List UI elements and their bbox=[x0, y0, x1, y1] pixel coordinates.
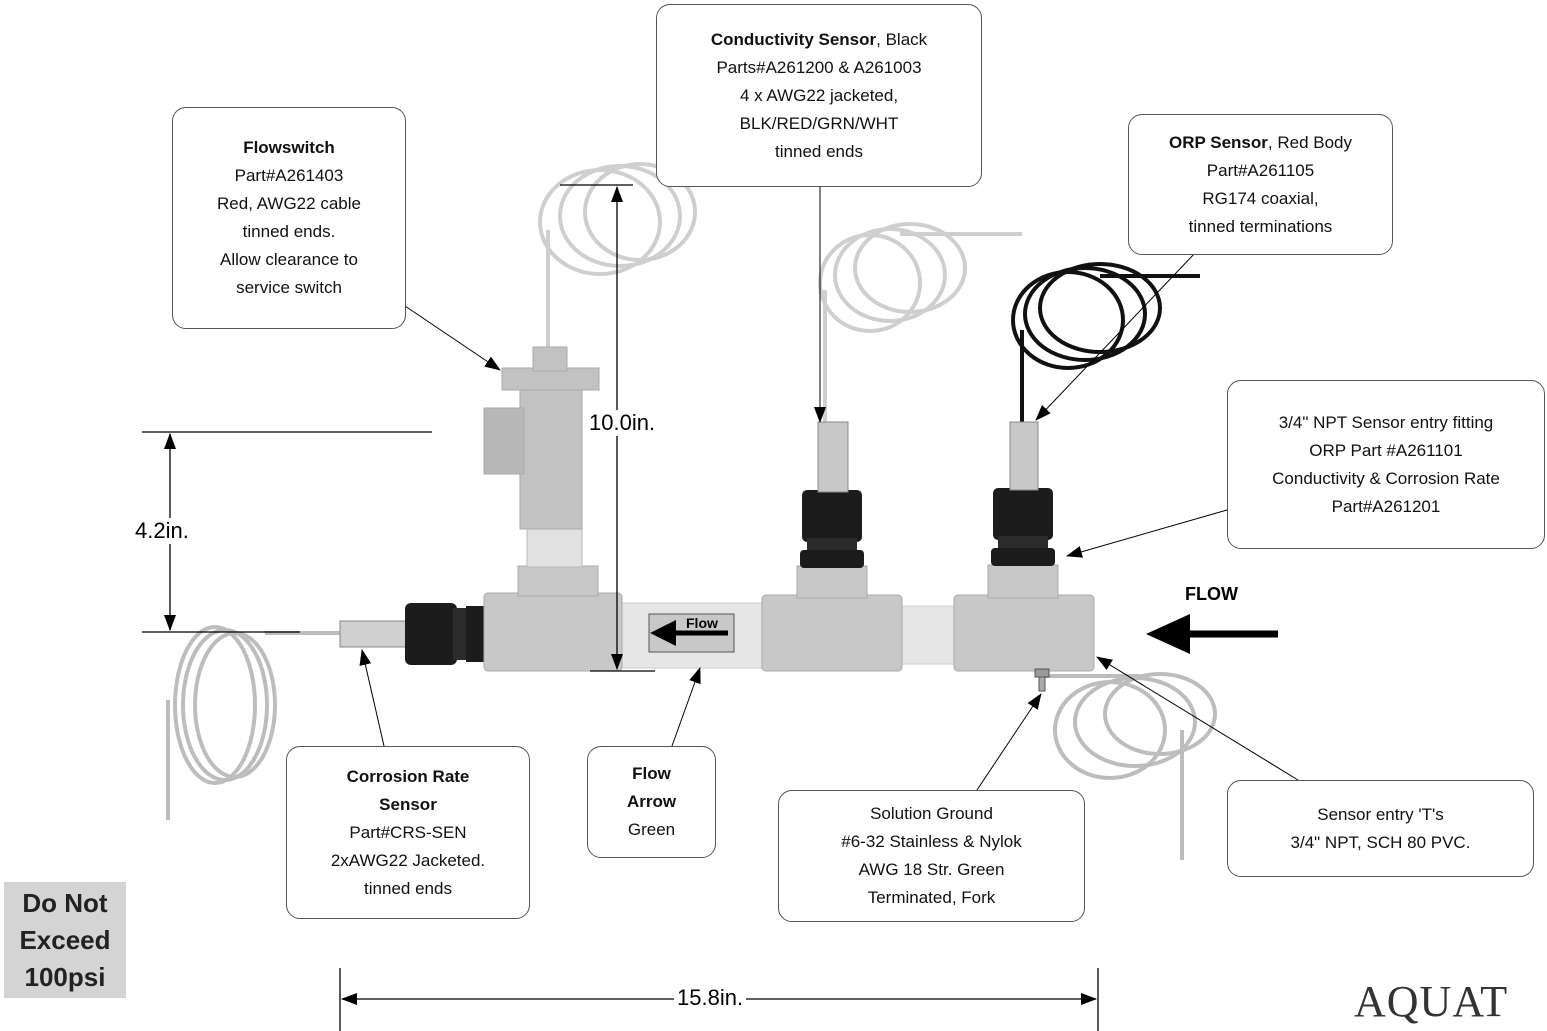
leader-ground bbox=[976, 693, 1042, 791]
pipe-flow-label: Flow bbox=[686, 615, 718, 631]
callout-corrosion-rate-sensor: Corrosion Rate Sensor Part#CRS-SEN 2xAWG… bbox=[286, 746, 530, 919]
flowswitch-ends: tinned ends. bbox=[242, 222, 336, 241]
orp-title: ORP Sensor bbox=[1169, 132, 1268, 152]
flowswitch-title: Flowswitch bbox=[243, 138, 335, 157]
conductivity-cable-coil bbox=[818, 222, 1022, 425]
conductivity-title-suffix: , Black bbox=[876, 29, 928, 49]
callout-flowswitch: Flowswitch Part#A261403 Red, AWG22 cable… bbox=[172, 107, 406, 329]
ground-title: Solution Ground bbox=[870, 804, 993, 823]
callout-sensor-entry-tees: Sensor entry 'T's 3/4" NPT, SCH 80 PVC. bbox=[1227, 780, 1534, 877]
leader-tees bbox=[1096, 656, 1299, 781]
orp-sensor-stem bbox=[1009, 421, 1039, 491]
tees-title: Sensor entry 'T's bbox=[1317, 804, 1444, 824]
warning-line-3: 100psi bbox=[24, 961, 106, 992]
leader-lines bbox=[359, 187, 1299, 791]
conductivity-parts: Parts#A261200 & A261003 bbox=[716, 57, 922, 77]
flowswitch-cable: Red, AWG22 cable bbox=[217, 194, 361, 213]
flowswitch-clearance: Allow clearance to bbox=[220, 250, 358, 269]
corrosion-sensor-cable-coil bbox=[166, 625, 340, 820]
ground-wire-coil bbox=[1040, 672, 1217, 860]
orp-title-suffix: , Red Body bbox=[1267, 132, 1352, 152]
corrosion-ends: tinned ends bbox=[364, 878, 452, 898]
leader-flowswitch bbox=[404, 305, 501, 371]
callout-conductivity-sensor: Conductivity Sensor, Black Parts#A261200… bbox=[656, 4, 982, 187]
ground-hardware: #6-32 Stainless & Nylok bbox=[841, 832, 1022, 851]
ground-termination: Terminated, Fork bbox=[867, 888, 996, 907]
flowswitch-cable-coil bbox=[538, 162, 697, 350]
callout-solution-ground: Solution Ground #6-32 Stainless & Nylok … bbox=[778, 790, 1085, 922]
leader-flow-arrow bbox=[671, 667, 701, 747]
tee-left bbox=[483, 592, 623, 672]
dimension-label-height-total: 10.0in. bbox=[587, 410, 658, 436]
conductivity-ends: tinned ends bbox=[775, 141, 863, 161]
fitting-title: 3/4" NPT Sensor entry fitting bbox=[1278, 412, 1494, 432]
warning-line-1: Do Not bbox=[22, 887, 108, 918]
warning-line-2: Exceed bbox=[19, 924, 111, 955]
orp-cable: RG174 coaxial, bbox=[1202, 188, 1319, 208]
orp-terminations: tinned terminations bbox=[1188, 216, 1333, 236]
tee-right bbox=[953, 594, 1095, 672]
flow-arrow-color: Green bbox=[627, 820, 676, 839]
leader-orp bbox=[1035, 251, 1197, 421]
flow-arrow-title-1: Flow bbox=[632, 764, 671, 783]
solution-ground-screw bbox=[1034, 668, 1050, 692]
corrosion-part: Part#CRS-SEN bbox=[349, 822, 467, 842]
flow-direction-arrow bbox=[1146, 614, 1278, 654]
orp-sensor-body bbox=[993, 488, 1053, 540]
corrosion-wire: 2xAWG22 Jacketed. bbox=[330, 850, 486, 870]
corrosion-sensor-body bbox=[405, 603, 457, 665]
flowswitch-service: service switch bbox=[236, 278, 342, 297]
fitting-conductivity: Conductivity & Corrosion Rate bbox=[1272, 468, 1500, 488]
conductivity-sensor-body bbox=[802, 490, 862, 542]
pipe-section-right bbox=[899, 605, 961, 665]
callout-flow-arrow: Flow Arrow Green bbox=[587, 746, 716, 858]
company-logo: AQUAT bbox=[1354, 977, 1509, 1026]
pressure-warning: Do Not Exceed 100psi bbox=[4, 882, 126, 998]
callout-orp-sensor: ORP Sensor, Red Body Part#A261105 RG174 … bbox=[1128, 114, 1393, 255]
orp-coax-coil bbox=[1011, 262, 1200, 422]
fitting-part: Part#A261201 bbox=[1331, 496, 1441, 516]
pipe-flow-arrow bbox=[648, 613, 735, 653]
leader-corrosion bbox=[359, 649, 385, 747]
conductivity-wire: 4 x AWG22 jacketed, bbox=[739, 85, 899, 105]
conductivity-colors: BLK/RED/GRN/WHT bbox=[739, 113, 899, 133]
conductivity-title: Conductivity Sensor bbox=[710, 29, 877, 49]
fitting-orp-part: ORP Part #A261101 bbox=[1309, 440, 1463, 460]
ground-wire: AWG 18 Str. Green bbox=[858, 860, 1005, 879]
dimension-label-height-pipe: 4.2in. bbox=[133, 518, 191, 544]
dimension-label-length: 15.8in. bbox=[674, 985, 747, 1011]
flow-direction-label: FLOW bbox=[1185, 584, 1238, 604]
corrosion-sensor-probe bbox=[339, 620, 411, 648]
conductivity-sensor-stem bbox=[817, 421, 849, 493]
corrosion-title-1: Corrosion Rate bbox=[346, 766, 470, 786]
flowswitch-part: Part#A261403 bbox=[234, 166, 344, 185]
tee-center bbox=[761, 594, 903, 672]
leader-fitting bbox=[1066, 509, 1228, 558]
tees-spec: 3/4" NPT, SCH 80 PVC. bbox=[1290, 832, 1471, 852]
callout-sensor-entry-fitting: 3/4" NPT Sensor entry fitting ORP Part #… bbox=[1227, 380, 1545, 549]
corrosion-title-2: Sensor bbox=[379, 794, 437, 814]
flowswitch-body bbox=[519, 386, 583, 530]
flow-arrow-title-2: Arrow bbox=[626, 792, 677, 811]
orp-part: Part#A261105 bbox=[1206, 160, 1315, 180]
